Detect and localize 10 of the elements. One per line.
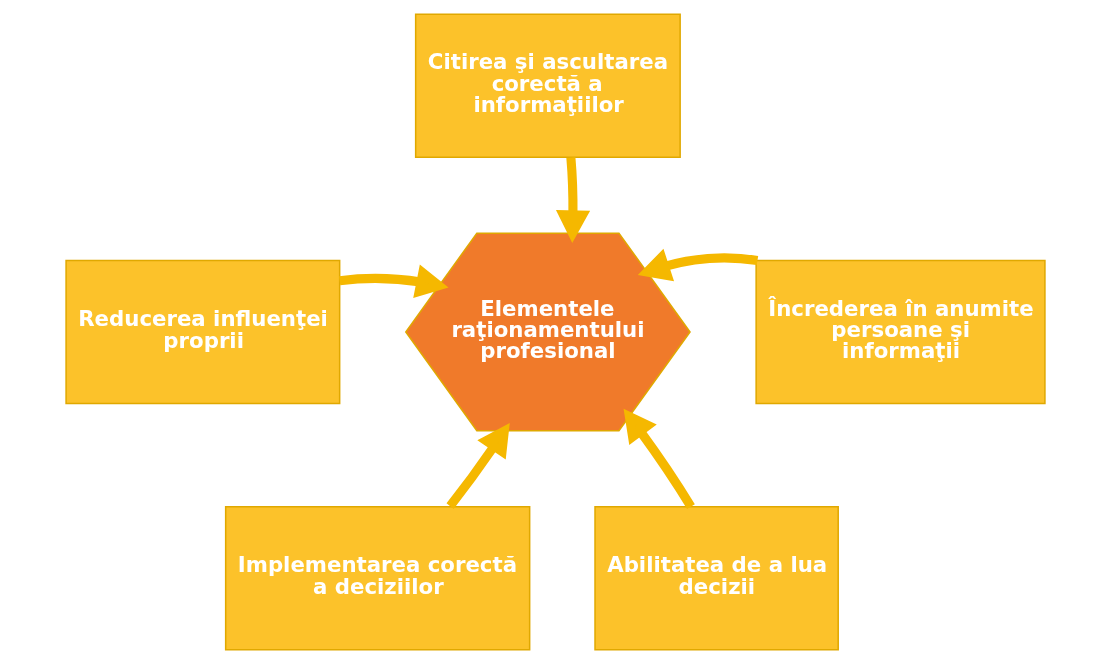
- arrow: [555, 157, 590, 243]
- arrow: [637, 248, 758, 282]
- arrow: [446, 422, 510, 509]
- node-box: Reducerea influenţei proprii: [64, 259, 340, 405]
- node-box: Abilitatea de a lua decizii: [593, 506, 839, 651]
- node-box: Citirea şi ascultarea corectă a informaţiilor: [414, 13, 681, 158]
- arrow: [338, 264, 449, 299]
- node-box: Încrederea în anumite persoane şi informaţii: [754, 259, 1046, 405]
- arrow: [623, 408, 695, 509]
- node-box: Implementarea corectă a deciziilor: [224, 506, 530, 651]
